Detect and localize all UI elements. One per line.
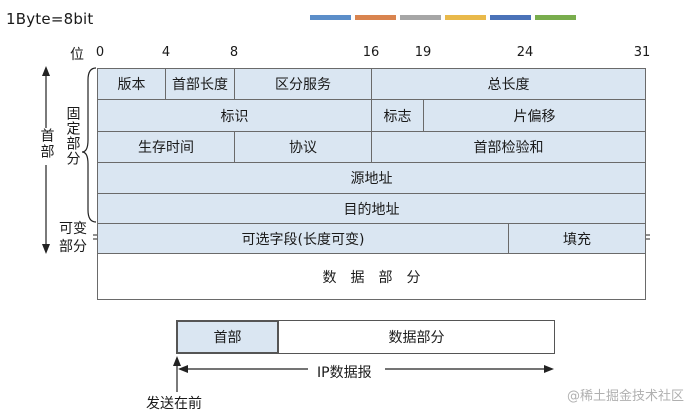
byte-bit-note: 1Byte=8bit [6, 10, 94, 28]
header-row-2: 标识 标志 片偏移 [97, 99, 646, 132]
bit-tick-8: 8 [229, 45, 239, 60]
header-arrow-down [42, 244, 50, 254]
packet-data-label: 数据部分 [388, 330, 445, 346]
datagram-arrow-right-head [544, 365, 554, 373]
field-version: 版本 [98, 69, 166, 99]
bit-axis-label: 位 [70, 47, 84, 63]
packet-header-label: 首部 [213, 330, 242, 346]
bit-tick-0: 0 [95, 45, 105, 60]
field-header-length: 首部长度 [166, 69, 235, 99]
swatch-green [535, 15, 576, 20]
ip-datagram-label: IP数据报 [313, 362, 376, 382]
header-arrow-up [42, 66, 50, 76]
field-source-address: 源地址 [350, 171, 393, 187]
field-options: 可选字段(长度可变) [98, 224, 509, 253]
header-row-3: 生存时间 协议 首部检验和 [97, 131, 646, 163]
watermark: @稀土掘金技术社区 [566, 389, 684, 404]
field-ttl: 生存时间 [98, 132, 235, 162]
swatch-blue [310, 15, 351, 20]
packet-data-box: 数据部分 [278, 320, 555, 354]
field-fragment-offset: 片偏移 [513, 108, 556, 125]
field-flags: 标志 [372, 100, 424, 131]
field-destination-address: 目的地址 [343, 201, 400, 218]
field-padding: 填充 [563, 231, 591, 248]
field-protocol: 协议 [235, 132, 372, 162]
field-checksum: 首部检验和 [473, 140, 544, 156]
field-identification: 标识 [98, 100, 372, 131]
data-part-box: 数据部分 [97, 253, 646, 300]
fixed-part-brace [81, 67, 97, 223]
packet-header-box: 首部 [176, 320, 279, 354]
header-row-4: 源地址 [97, 162, 646, 194]
data-part-label: 数据部分 [322, 269, 435, 286]
field-total-length: 总长度 [487, 77, 530, 93]
send-first-arrow-head [173, 356, 181, 366]
header-row-5: 目的地址 [97, 193, 646, 224]
fixed-side-text: 固定部分 [64, 106, 81, 166]
swatch-darkblue [490, 15, 531, 20]
bit-tick-16: 16 [362, 45, 380, 60]
bit-tick-19: 19 [414, 45, 432, 60]
bit-tick-24: 24 [516, 45, 534, 60]
send-first-label: 发送在前 [146, 396, 202, 412]
header-side-text: 首部 [38, 128, 55, 160]
field-dscp: 区分服务 [235, 69, 372, 99]
swatch-orange [355, 15, 396, 20]
header-side-label: 首部 [36, 128, 56, 165]
variable-side-text: 可变部分 [59, 221, 87, 255]
bit-tick-31: 31 [633, 45, 651, 60]
datagram-arrow-left-head [178, 365, 188, 373]
variable-side-label: 可变部分 [58, 220, 94, 256]
swatch-gray [400, 15, 441, 20]
header-row-1: 版本 首部长度 区分服务 总长度 [97, 68, 646, 100]
fixed-side-label: 固定部分 [62, 106, 82, 171]
bit-tick-4: 4 [161, 45, 171, 60]
swatch-yellow [445, 15, 486, 20]
header-row-6: 可选字段(长度可变) 填充 [97, 223, 646, 254]
